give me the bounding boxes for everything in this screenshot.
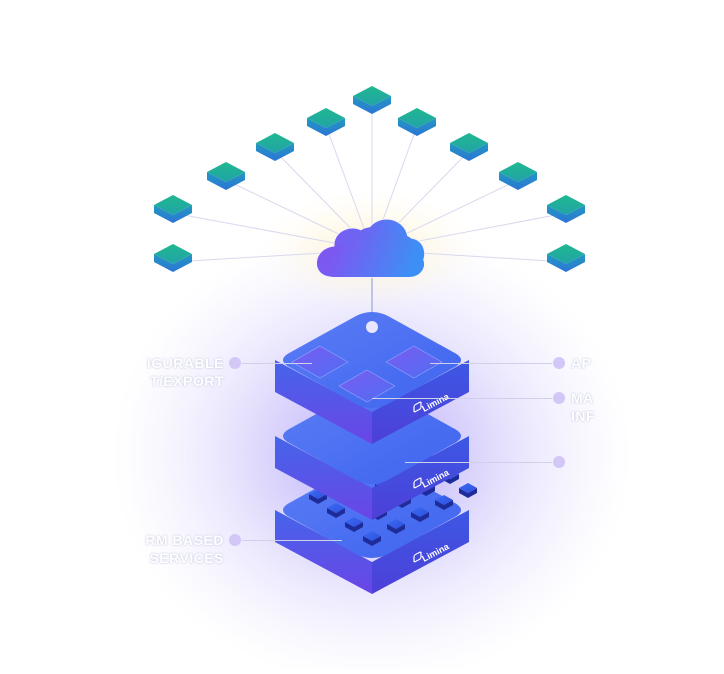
device-nodes (154, 86, 585, 272)
label-right-top-line1: AP (571, 355, 592, 371)
device-node-icon (256, 133, 294, 161)
connector-dot-right-bottom (553, 456, 565, 468)
cloud-icon (316, 218, 426, 278)
device-node-top (154, 195, 192, 215)
limina-logo-icon (413, 477, 422, 489)
label-right-mid: MA INF (571, 389, 595, 425)
layer-left-face (275, 436, 372, 520)
leader-line-left-bottom (242, 540, 342, 541)
connector-dot-right-mid (553, 392, 565, 404)
device-node-side (154, 205, 192, 223)
device-node-icon (353, 86, 391, 114)
tile (338, 369, 396, 403)
device-node-side (307, 118, 345, 136)
device-node-top (450, 133, 488, 153)
device-node-icon (154, 195, 192, 223)
device-node-top (398, 108, 436, 128)
device-node-icon (547, 195, 585, 223)
label-left-top-line2: T/EXPORT (149, 373, 224, 389)
label-left-top: IGURABLE T/EXPORT (120, 354, 224, 390)
key-top (387, 519, 405, 529)
stack-port-icon (366, 321, 378, 333)
device-node-side (499, 172, 537, 190)
device-node-icon (499, 162, 537, 190)
device-node-top (547, 195, 585, 215)
layer-left-face (275, 510, 372, 594)
device-node-icon (450, 133, 488, 161)
key-top (459, 483, 477, 493)
leader-line-right-mid (372, 398, 552, 399)
device-node-side (353, 96, 391, 114)
key-top (435, 495, 453, 505)
tile (385, 345, 443, 379)
label-left-bottom: RM BASED SERVICES (120, 531, 224, 567)
device-node-icon (398, 108, 436, 136)
device-node-icon (307, 108, 345, 136)
device-node-top (207, 162, 245, 182)
label-right-mid-line2: INF (571, 408, 596, 424)
stack-layer-top: Limina (275, 312, 469, 444)
device-node-side (450, 143, 488, 161)
device-node-top (307, 108, 345, 128)
key-top (411, 507, 429, 517)
device-node-top (256, 133, 294, 153)
connector-dot-left-top (229, 357, 241, 369)
key-top (327, 503, 345, 513)
device-node-icon (547, 244, 585, 272)
label-left-bottom-line1: RM BASED (145, 532, 224, 548)
label-left-bottom-line2: SERVICES (149, 550, 224, 566)
device-node-icon (207, 162, 245, 190)
device-node-side (398, 118, 436, 136)
tile (291, 345, 349, 379)
label-right-mid-line1: MA (571, 390, 594, 406)
leader-line-left-top (242, 363, 312, 364)
connector-dot-left-bottom (229, 534, 241, 546)
device-node-side (154, 254, 192, 272)
device-node-top (353, 86, 391, 106)
limina-logo-icon (413, 401, 422, 413)
device-node-top (547, 244, 585, 264)
layer-top-face (283, 312, 461, 408)
device-node-side (547, 254, 585, 272)
key-top (345, 517, 363, 527)
key-top (363, 531, 381, 541)
device-node-top (154, 244, 192, 264)
device-node-icon (154, 244, 192, 272)
device-node-side (207, 172, 245, 190)
leader-line-right-bottom (405, 462, 552, 463)
limina-logo-icon (413, 551, 422, 563)
layer-left-face (275, 360, 372, 444)
label-right-top: AP (571, 354, 591, 372)
device-node-side (256, 143, 294, 161)
device-node-side (547, 205, 585, 223)
leader-line-right-top (430, 363, 552, 364)
tile-grid (291, 345, 443, 403)
device-node-top (499, 162, 537, 182)
connector-dot-right-top (553, 357, 565, 369)
label-left-top-line1: IGURABLE (146, 355, 224, 371)
